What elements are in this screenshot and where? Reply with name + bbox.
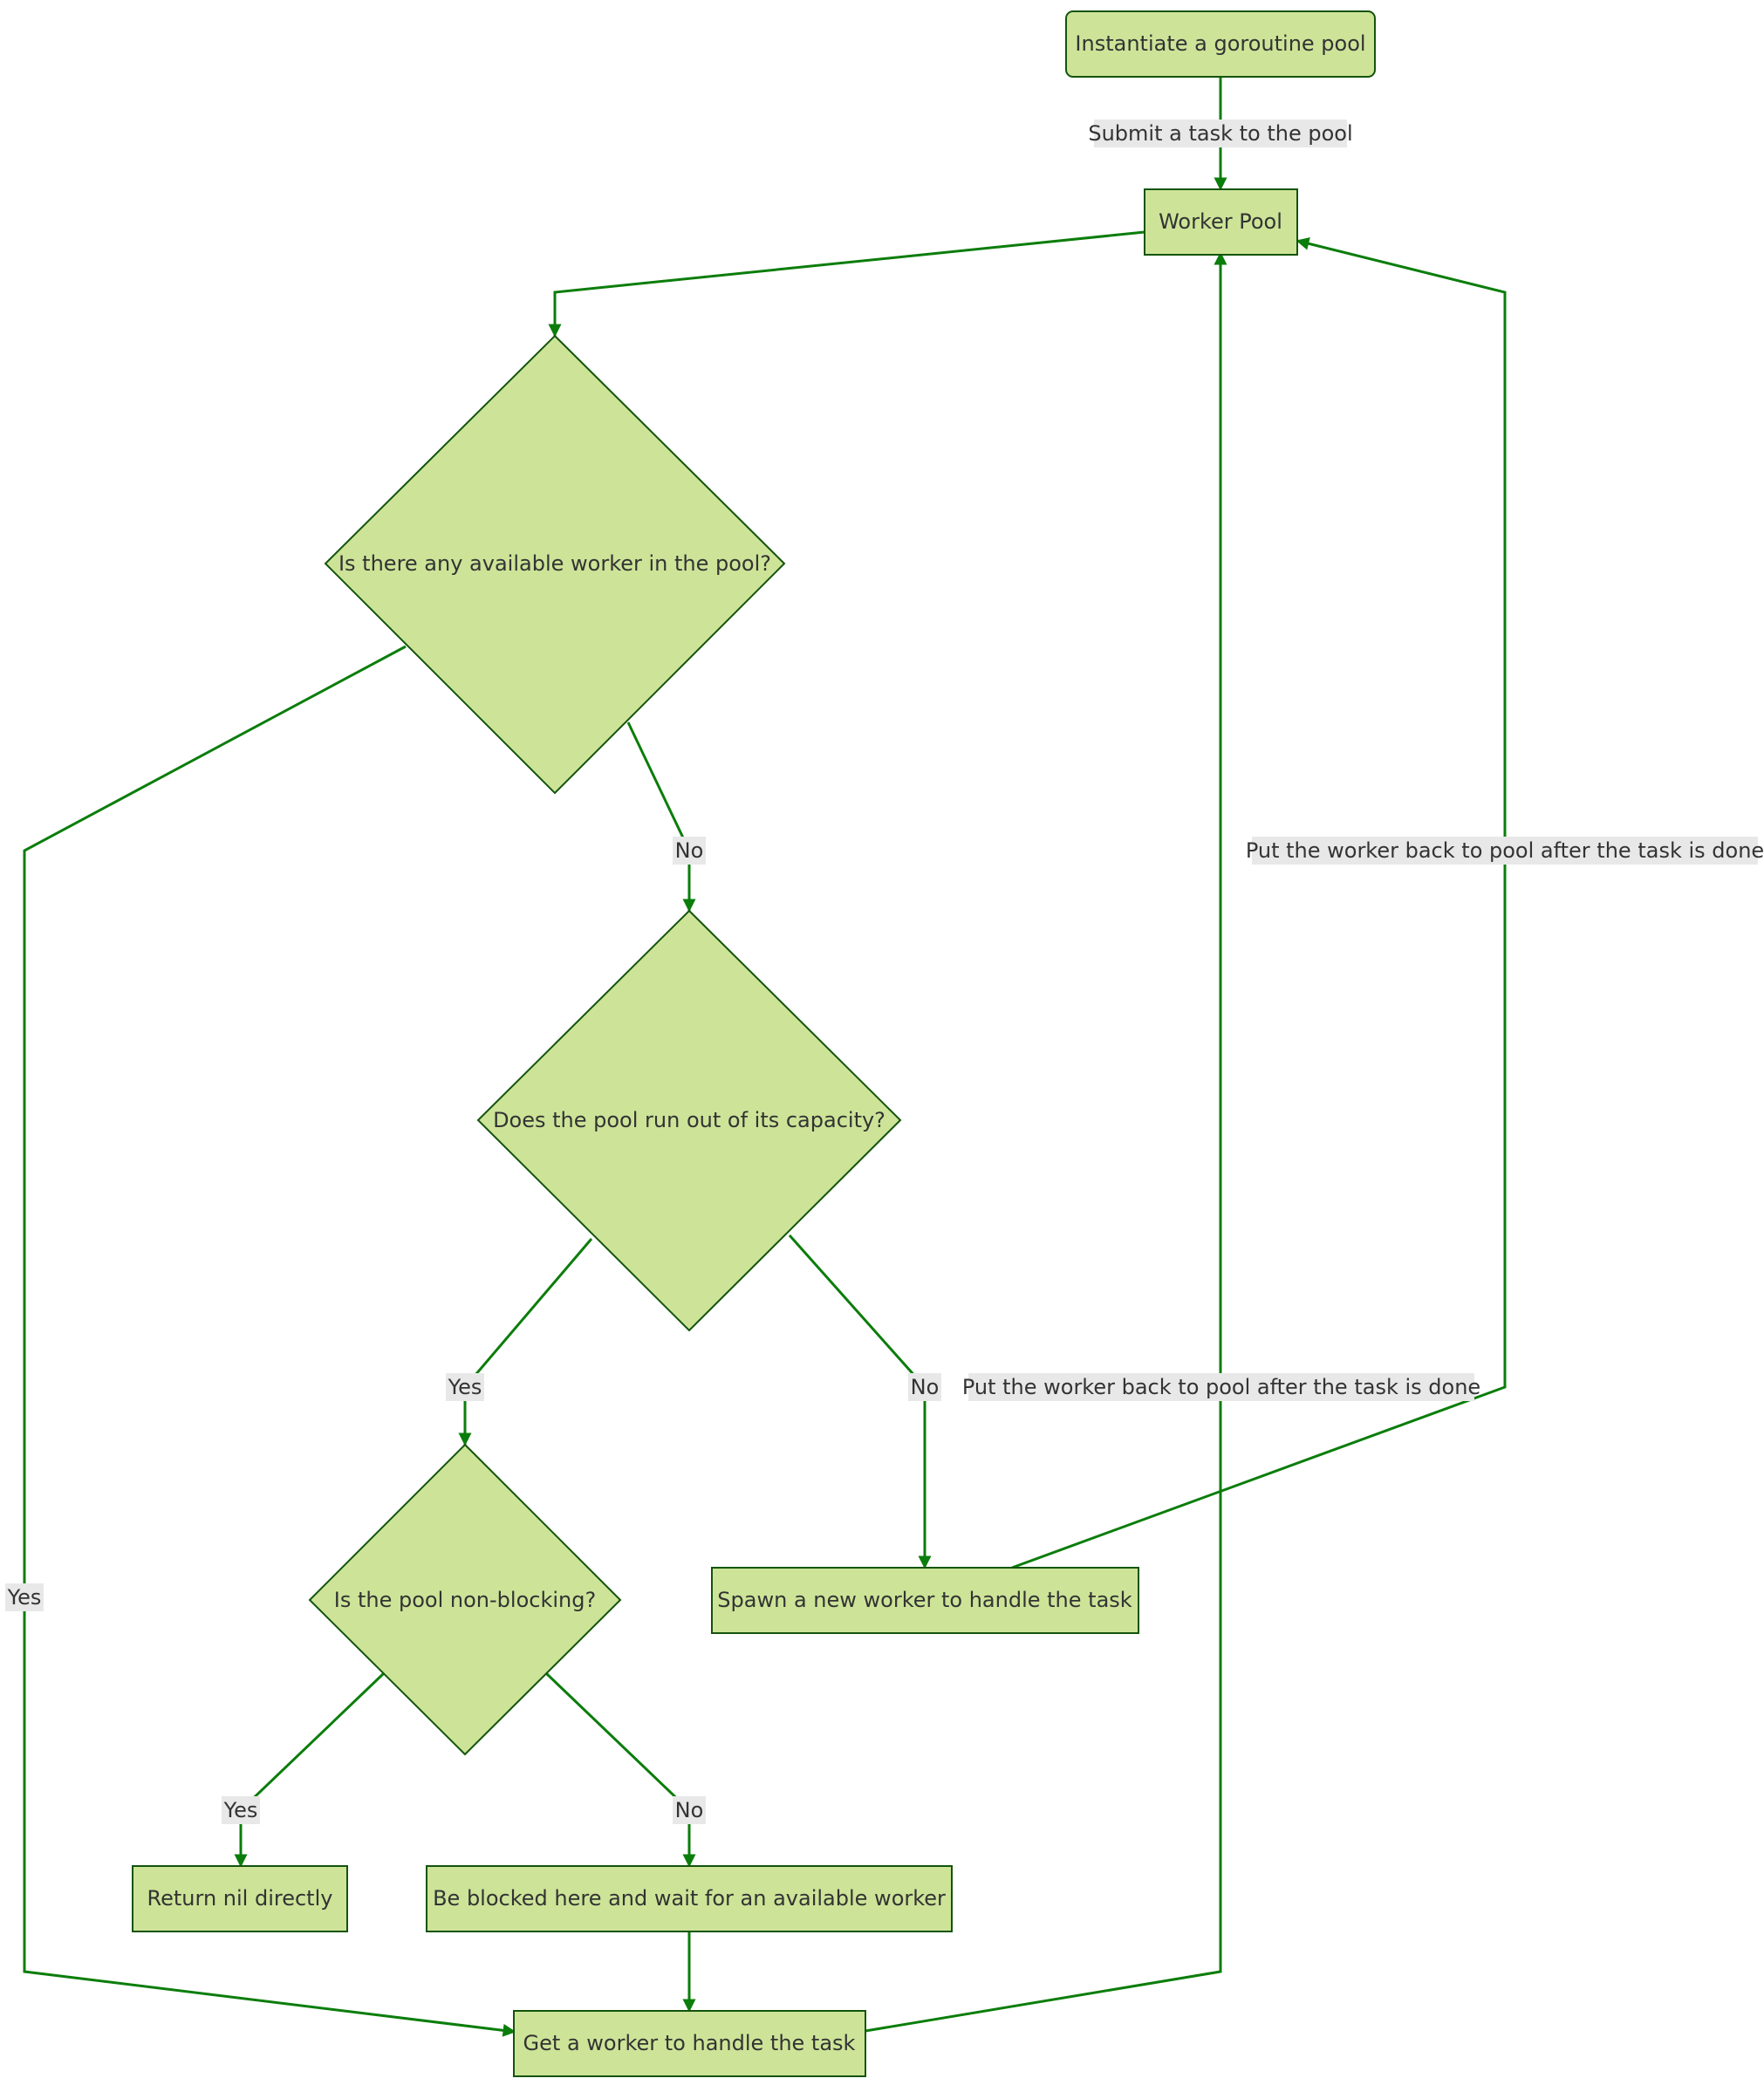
svg-text:Is there any available worker: Is there any available worker in the poo…: [338, 551, 771, 576]
edge-label-get-back: Put the worker back to pool after the ta…: [1246, 837, 1764, 865]
edge-label-available-yes: Yes: [5, 1583, 44, 1611]
svg-text:Put the worker back to pool af: Put the worker back to pool after the ta…: [962, 1375, 1480, 1399]
edge-labels: Submit a task to the pool No Yes Yes No …: [5, 120, 1764, 1824]
node-spawn-worker[interactable]: Spawn a new worker to handle the task: [711, 1567, 1139, 1634]
svg-text:Instantiate a goroutine pool: Instantiate a goroutine pool: [1075, 31, 1365, 56]
svg-text:Submit a task to the pool: Submit a task to the pool: [1088, 121, 1352, 146]
node-blocked-wait[interactable]: Be blocked here and wait for an availabl…: [426, 1865, 953, 1932]
svg-text:Yes: Yes: [448, 1375, 482, 1399]
node-return-nil[interactable]: Return nil directly: [132, 1865, 348, 1932]
svg-text:Spawn a new worker to handle t: Spawn a new worker to handle the task: [717, 1588, 1132, 1612]
svg-text:No: No: [911, 1375, 940, 1399]
edge-available-to-get-worker: [23, 645, 516, 2037]
svg-text:Yes: Yes: [7, 1585, 42, 1610]
edge-label-nonblocking-yes: Yes: [222, 1796, 260, 1824]
edge-label-available-no: No: [673, 837, 706, 865]
node-capacity-decision[interactable]: Does the pool run out of its capacity?: [476, 909, 902, 1332]
nodes: Instantiate a goroutine pool Worker Pool…: [132, 10, 1376, 2077]
node-available-decision[interactable]: Is there any available worker in the poo…: [324, 334, 786, 795]
edge-label-spawn-back: Put the worker back to pool after the ta…: [962, 1373, 1480, 1401]
svg-text:Worker Pool: Worker Pool: [1159, 209, 1282, 234]
edge-capacity-to-spawn: [788, 1234, 932, 1569]
svg-text:Be blocked here and wait for a: Be blocked here and wait for an availabl…: [433, 1886, 946, 1911]
edge-label-submit: Submit a task to the pool: [1088, 120, 1353, 147]
edge-label-nonblocking-no: No: [673, 1796, 706, 1824]
svg-text:Return nil directly: Return nil directly: [147, 1886, 333, 1911]
edge-nonblocking-to-blocked: [544, 1672, 696, 1868]
svg-text:Is the pool non-blocking?: Is the pool non-blocking?: [334, 1588, 596, 1612]
node-get-worker[interactable]: Get a worker to handle the task: [513, 2010, 866, 2077]
svg-text:Get a worker to handle the tas: Get a worker to handle the task: [523, 2031, 856, 2055]
svg-text:Does the pool run out of its c: Does the pool run out of its capacity?: [493, 1108, 885, 1132]
edge-nonblocking-to-return-nil: [234, 1672, 386, 1868]
svg-text:Yes: Yes: [223, 1798, 258, 1822]
svg-text:No: No: [675, 1798, 704, 1822]
edge-label-capacity-no: No: [908, 1373, 941, 1401]
node-start[interactable]: Instantiate a goroutine pool: [1065, 10, 1376, 78]
svg-text:No: No: [675, 838, 704, 863]
edge-available-to-capacity: [626, 721, 696, 913]
svg-text:Put the worker back to pool af: Put the worker back to pool after the ta…: [1246, 838, 1764, 863]
edge-capacity-to-nonblocking: [458, 1238, 593, 1446]
edge-get-worker-to-pool: [865, 251, 1227, 2033]
node-nonblocking-decision[interactable]: Is the pool non-blocking?: [308, 1443, 622, 1756]
edge-label-capacity-yes: Yes: [446, 1373, 484, 1401]
edge-spawn-to-pool: [1011, 236, 1507, 1569]
node-worker-pool[interactable]: Worker Pool: [1144, 188, 1298, 256]
edge-pool-to-available: [548, 230, 1145, 338]
